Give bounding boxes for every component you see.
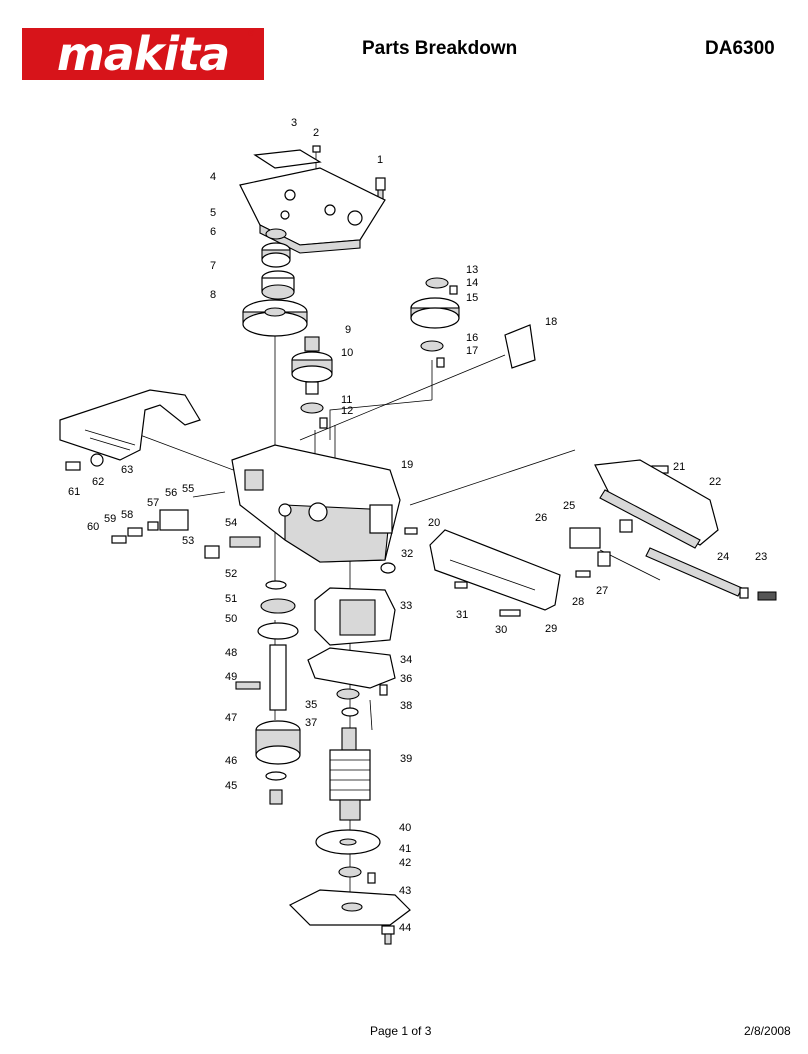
part-number: 40 bbox=[399, 822, 411, 834]
part-number-labels: 1 2 3 4 5 6 7 8 9 10 11 12 13 14 15 16 1… bbox=[68, 117, 767, 934]
part-number: 24 bbox=[717, 551, 729, 563]
part-63-side-handle bbox=[59, 389, 201, 461]
part-number: 48 bbox=[225, 647, 237, 659]
part-number: 15 bbox=[466, 292, 478, 304]
part-number: 17 bbox=[466, 345, 478, 357]
part-number: 49 bbox=[225, 671, 237, 683]
part-number: 22 bbox=[709, 476, 721, 488]
part-number: 54 bbox=[225, 517, 237, 529]
document-date: 2/8/2008 bbox=[744, 1024, 791, 1038]
part-number: 20 bbox=[428, 517, 440, 529]
part-number: 19 bbox=[401, 459, 413, 471]
parts-32-33-field bbox=[314, 562, 396, 646]
part-number: 50 bbox=[225, 613, 237, 625]
part-number: 9 bbox=[345, 324, 351, 336]
parts-61-62-bolt-washer bbox=[65, 453, 104, 471]
part-number: 3 bbox=[291, 117, 297, 129]
parts-13-17-gear-assembly bbox=[410, 277, 460, 368]
part-number: 61 bbox=[68, 486, 80, 498]
part-number: 2 bbox=[313, 127, 319, 139]
part-number: 1 bbox=[377, 154, 383, 166]
part-number: 41 bbox=[399, 843, 411, 855]
model-number: DA6300 bbox=[705, 38, 775, 59]
part-number: 6 bbox=[210, 226, 216, 238]
part-number: 51 bbox=[225, 593, 237, 605]
part-number: 43 bbox=[399, 885, 411, 897]
part-number: 29 bbox=[545, 623, 557, 635]
part-number: 39 bbox=[400, 753, 412, 765]
part-number: 8 bbox=[210, 289, 216, 301]
part-number: 63 bbox=[121, 464, 133, 476]
part-number: 42 bbox=[399, 857, 411, 869]
parts-23-28-cord-switch bbox=[569, 519, 777, 601]
registered-mark: ® bbox=[248, 28, 255, 38]
parts-21-22-rear-handle bbox=[594, 459, 719, 549]
part-number: 4 bbox=[210, 171, 216, 183]
leader-lines bbox=[139, 330, 661, 905]
part-number: 47 bbox=[225, 712, 237, 724]
part-number: 36 bbox=[400, 673, 412, 685]
page-title: Parts Breakdown bbox=[362, 38, 518, 59]
part-number: 31 bbox=[456, 609, 468, 621]
part-number: 55 bbox=[182, 483, 194, 495]
part-number: 53 bbox=[182, 535, 194, 547]
part-number: 33 bbox=[400, 600, 412, 612]
parts-5-8-gear-stack bbox=[242, 228, 308, 337]
part-number: 10 bbox=[341, 347, 353, 359]
part-18-bracket bbox=[504, 324, 536, 369]
parts-53-60-switch-lock bbox=[111, 491, 261, 559]
parts-29-31-housing-cover bbox=[429, 529, 561, 617]
makita-logo: makita bbox=[22, 28, 264, 80]
parts-45-52-spindle-chuck bbox=[235, 580, 301, 805]
part-number: 5 bbox=[210, 207, 216, 219]
part-number: 7 bbox=[210, 260, 216, 272]
logo-text: makita bbox=[56, 27, 230, 81]
part-number: 46 bbox=[225, 755, 237, 767]
part-19-gear-housing bbox=[231, 444, 401, 563]
part-number: 38 bbox=[400, 700, 412, 712]
parts-34-38-baffle bbox=[307, 647, 396, 731]
part-number: 30 bbox=[495, 624, 507, 636]
part-number: 32 bbox=[401, 548, 413, 560]
part-number: 25 bbox=[563, 500, 575, 512]
part-20-screw bbox=[404, 527, 418, 535]
part-number: 59 bbox=[104, 513, 116, 525]
page-indicator: Page 1 of 3 bbox=[370, 1024, 432, 1038]
part-number: 16 bbox=[466, 332, 478, 344]
part-number: 44 bbox=[399, 922, 411, 934]
part-number: 34 bbox=[400, 654, 412, 666]
part-number: 28 bbox=[572, 596, 584, 608]
part-number: 62 bbox=[92, 476, 104, 488]
part-number: 37 bbox=[305, 717, 317, 729]
part-3-plate bbox=[253, 149, 322, 169]
part-number: 58 bbox=[121, 509, 133, 521]
part-number: 26 bbox=[535, 512, 547, 524]
parts-9-12-pinion bbox=[291, 336, 333, 429]
part-number: 45 bbox=[225, 780, 237, 792]
part-39-armature bbox=[329, 727, 371, 821]
part-number: 56 bbox=[165, 487, 177, 499]
part-number: 57 bbox=[147, 497, 159, 509]
part-number: 21 bbox=[673, 461, 685, 473]
part-number: 52 bbox=[225, 568, 237, 580]
part-4-cover bbox=[239, 167, 386, 254]
part-number: 35 bbox=[305, 699, 317, 711]
part-number: 18 bbox=[545, 316, 557, 328]
part-number: 14 bbox=[466, 277, 478, 289]
part-number: 12 bbox=[341, 405, 353, 417]
parts-40-44-fan-end-cover bbox=[288, 829, 411, 945]
part-number: 23 bbox=[755, 551, 767, 563]
part-number: 11 bbox=[341, 394, 352, 406]
part-number: 60 bbox=[87, 521, 99, 533]
part-number: 27 bbox=[596, 585, 608, 597]
part-number: 13 bbox=[466, 264, 478, 276]
